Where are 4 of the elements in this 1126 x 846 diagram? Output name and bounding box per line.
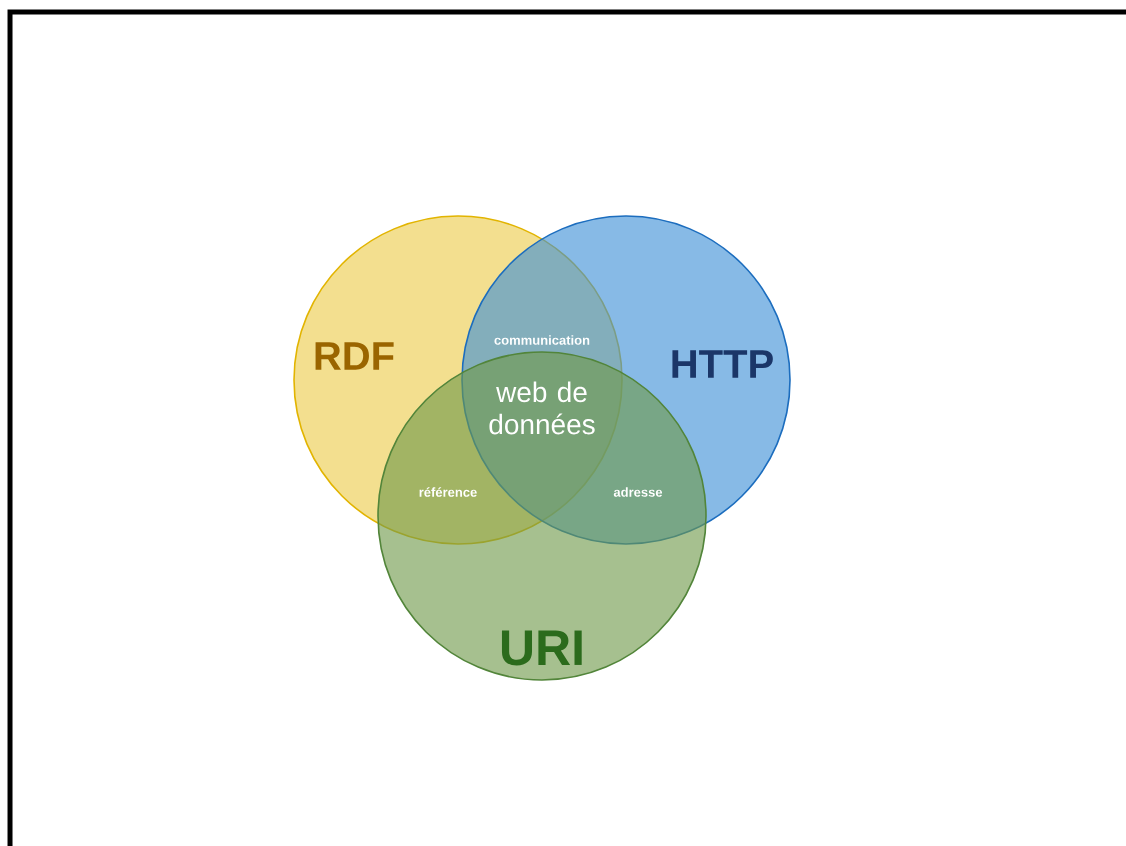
circle-label: HTTP [672, 350, 773, 378]
circle-label: RDF [315, 342, 394, 370]
region-label: web de données [489, 381, 595, 435]
circle-label: URI [501, 630, 582, 666]
